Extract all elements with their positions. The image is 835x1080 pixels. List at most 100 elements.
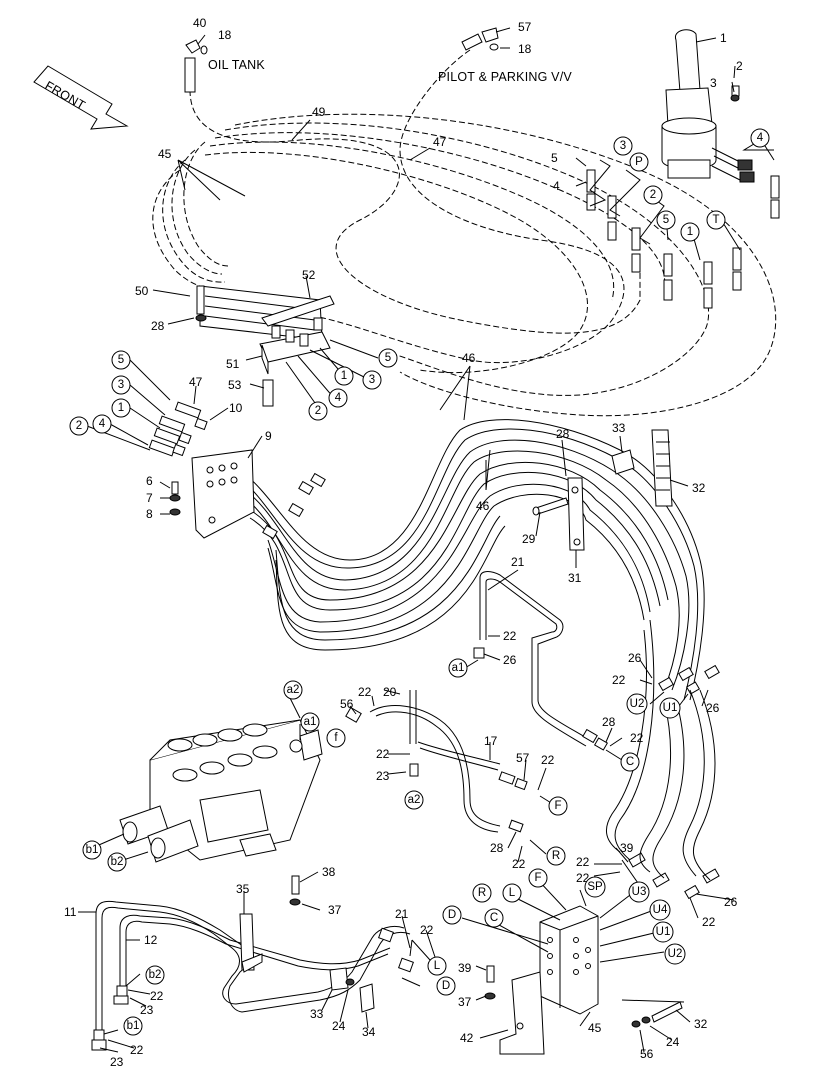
part-number: 6 — [146, 474, 153, 488]
port-callout-3: 3 — [111, 375, 131, 395]
port-callout-3: 3 — [613, 136, 633, 156]
port-callout-5: 5 — [111, 350, 131, 370]
port-callout-C: C — [620, 752, 640, 772]
part-number: 33 — [612, 421, 626, 435]
part-number: 23 — [140, 1003, 154, 1017]
port-callout-U3: U3 — [628, 881, 650, 903]
part-number: 11 — [64, 905, 77, 919]
port-callout-U2: U2 — [626, 693, 648, 715]
svg-text:2: 2 — [76, 420, 82, 432]
part-number: 26 — [628, 651, 642, 665]
port-callout-R: R — [472, 883, 492, 903]
part-number: 26 — [503, 653, 517, 667]
part-number: 49 — [312, 105, 326, 119]
svg-text:D: D — [442, 980, 450, 992]
svg-text:4: 4 — [335, 392, 342, 404]
part-number: 4 — [553, 179, 560, 193]
part-number: 26 — [706, 701, 720, 715]
svg-text:U2: U2 — [630, 698, 645, 710]
part-number: 22 — [612, 673, 626, 687]
part-number: 22 — [630, 731, 644, 745]
part-number: 22 — [420, 923, 434, 937]
part-number: 40 — [193, 16, 207, 30]
joystick-port-fittings — [586, 169, 780, 309]
port-callout-C: C — [484, 908, 504, 928]
svg-text:5: 5 — [385, 352, 391, 364]
port-callout-U1: U1 — [652, 921, 674, 943]
part-number: 47 — [433, 135, 447, 149]
port-callout-b2: b2 — [145, 965, 165, 985]
svg-text:U2: U2 — [668, 948, 683, 960]
port-callout-L: L — [502, 883, 522, 903]
pilot-hose-bundle — [152, 49, 777, 417]
svg-text:3: 3 — [620, 140, 626, 152]
part-number: 28 — [151, 319, 165, 333]
part-number: 12 — [144, 933, 158, 947]
part-number: 24 — [666, 1035, 680, 1049]
port-callout-1: 1 — [111, 398, 131, 418]
port-callout-D: D — [436, 976, 456, 996]
part-number: 51 — [226, 357, 240, 371]
svg-text:U4: U4 — [653, 904, 668, 916]
part-number: 5 — [551, 151, 558, 165]
port-callout-1: 1 — [680, 222, 700, 242]
part-number: 57 — [516, 751, 530, 765]
part-number: 23 — [110, 1055, 124, 1069]
part-number: 1 — [720, 31, 727, 45]
main-control-valve — [119, 719, 323, 863]
svg-text:b1: b1 — [86, 844, 99, 856]
part-number: 37 — [458, 995, 472, 1009]
lower-tubes — [95, 900, 411, 1030]
part-number: 26 — [724, 895, 738, 909]
part-number: 32 — [692, 481, 706, 495]
part-number: 56 — [640, 1047, 654, 1061]
part-number: 17 — [484, 734, 498, 748]
svg-text:b1: b1 — [127, 1020, 140, 1032]
port-callout-4: 4 — [92, 414, 112, 434]
port-callout-T: T — [706, 210, 726, 230]
part-number: 7 — [146, 491, 153, 505]
port-callout-b1: b1 — [82, 840, 102, 860]
rubber-clamp — [611, 429, 673, 507]
oil-tank-label: OIL TANK — [208, 58, 265, 72]
port-callout-5: 5 — [378, 348, 398, 368]
port-callout-P: P — [629, 152, 649, 172]
svg-text:P: P — [635, 156, 643, 168]
distribution-block — [484, 905, 683, 1055]
port-callout-2: 2 — [308, 401, 328, 421]
svg-text:2: 2 — [650, 189, 656, 201]
part-number: 28 — [490, 841, 504, 855]
part-number: 28 — [556, 427, 570, 441]
part-number: 18 — [518, 42, 532, 56]
part-number: 22 — [150, 989, 164, 1003]
pipe-clamp — [532, 477, 585, 551]
right-lines — [605, 619, 716, 881]
part-number: 46 — [476, 499, 490, 513]
part-number: 50 — [135, 284, 149, 298]
valve-tubes — [369, 571, 591, 833]
part-number: 2 — [736, 59, 743, 73]
svg-text:U1: U1 — [663, 702, 678, 714]
part-number: 3 — [710, 76, 717, 90]
part-number: 52 — [302, 268, 316, 282]
svg-text:a1: a1 — [304, 716, 317, 728]
svg-text:3: 3 — [118, 379, 124, 391]
port-callout-SP: SP — [584, 876, 606, 898]
part-number: 21 — [511, 555, 525, 569]
part-number: 22 — [576, 855, 590, 869]
svg-text:C: C — [490, 912, 498, 924]
svg-text:D: D — [448, 909, 456, 921]
part-number: 38 — [322, 865, 336, 879]
svg-text:R: R — [478, 887, 486, 899]
port-callout-a1: a1 — [300, 712, 320, 732]
part-number: 31 — [568, 571, 582, 585]
svg-text:b2: b2 — [149, 969, 162, 981]
svg-text:C: C — [626, 756, 634, 768]
port-callout-2: 2 — [69, 416, 89, 436]
svg-text:L: L — [509, 887, 516, 899]
port-callout-1: 1 — [334, 366, 354, 386]
part-number: 34 — [362, 1025, 376, 1039]
part-number: 46 — [462, 351, 476, 365]
svg-text:U1: U1 — [656, 926, 671, 938]
svg-text:L: L — [434, 960, 441, 972]
